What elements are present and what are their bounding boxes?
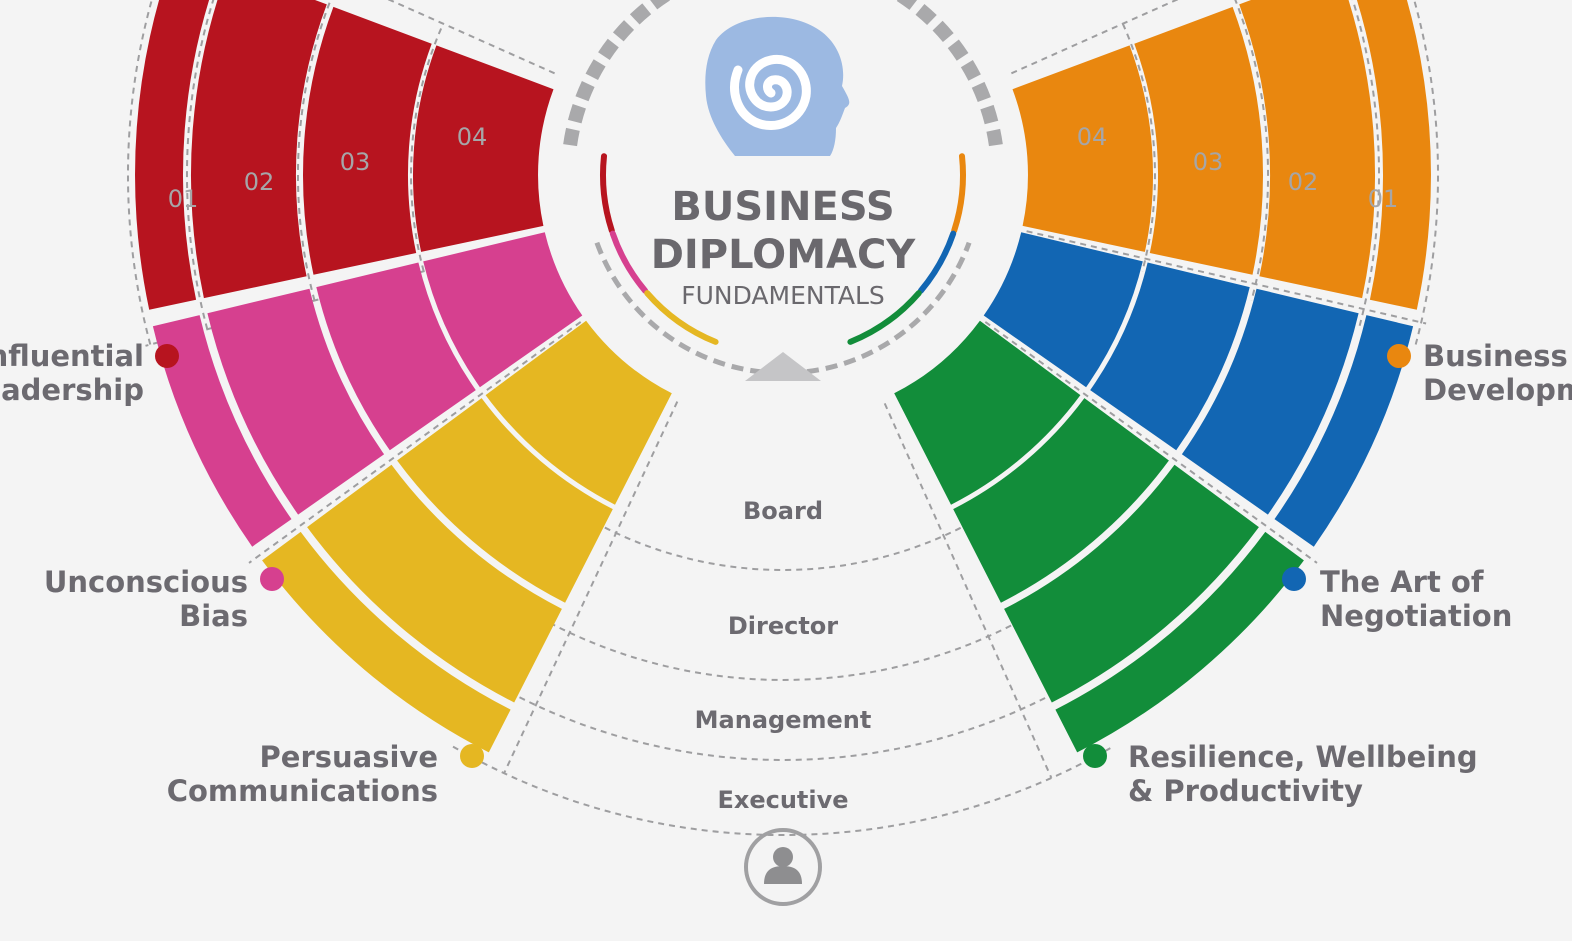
topic-dot-persuasive [460,744,484,768]
tier-board: Board [743,497,823,525]
level-number-right-01: 01 [1368,185,1399,213]
segment-resilience-level-4 [894,320,1081,505]
ring-thin [594,241,972,376]
segment-influential-level-1 [135,0,210,310]
guide-radial-3 [883,402,1053,779]
guide-radial-2 [503,401,679,774]
topic-label-persuasive-1: Persuasive [260,740,438,774]
guide-right-band-1 [1234,0,1270,301]
guide-tier-arc-1 [530,611,1036,681]
topic-dot-negotiation [1282,567,1306,591]
spiral-head-icon [705,16,850,156]
tier-director: Director [728,612,838,640]
segment-persuasive-level-2 [307,464,562,703]
level-number-right-03: 03 [1193,148,1224,176]
ring-arc-red [600,153,615,234]
topic-unconscious-bias: Unconscious Bias [44,565,284,633]
title-line-1: BUSINESS [671,184,894,230]
guide-right-band-2 [1351,0,1380,330]
level-number-left-01: 01 [168,185,199,213]
guide-right-band-0 [1121,23,1156,272]
segment-persuasive-level-3 [397,398,613,603]
topic-label-unconscious-2: Bias [179,599,248,633]
segment-business-level-1 [1356,0,1431,310]
ring-arc-blue [917,230,957,294]
level-number-left-02: 02 [244,168,275,196]
segment-unconscious-level-4 [423,232,583,388]
topic-label-resilience-1: Resilience, Wellbeing [1128,740,1478,774]
guide-left-band-0 [410,23,445,272]
segment-persuasive-level-1 [262,531,511,753]
segment-negotiation-level-3 [1090,262,1250,451]
segment-resilience-level-2 [1004,464,1259,703]
ring-arc-orange [951,153,966,234]
topic-persuasive-communications: Persuasive Communications [167,740,484,808]
guide-radial-1 [248,321,582,564]
ring-arc-green [847,290,922,345]
topic-dot-influential [155,344,179,368]
segment-resilience-level-3 [953,398,1169,603]
tier-management: Management [695,706,872,734]
tier-executive: Executive [717,786,848,814]
inner-ring [563,0,1003,381]
topic-label-negotiation-2: Negotiation [1320,599,1512,633]
guide-tier-arc-3 [452,745,1114,836]
segment-unconscious-level-1 [152,315,292,547]
user-icon [744,828,822,906]
triangle-marker-icon [745,352,821,381]
topic-label-negotiation-1: The Art of [1320,565,1484,599]
guide-left-band-2 [186,0,215,330]
level-number-left-04: 04 [457,123,488,151]
topic-business-development: Business Development [1387,339,1572,407]
segment-resilience-level-1 [1055,531,1304,753]
guide-right-band-3 [1413,0,1440,345]
topic-label-persuasive-2: Communications [167,774,438,808]
topic-label-resilience-2: & Productivity [1128,774,1363,808]
segment-persuasive-level-4 [485,320,672,505]
topic-dot-resilience [1083,744,1107,768]
segment-group [135,0,1431,753]
segment-business-level-4 [1012,45,1154,252]
guide-radial-5 [1026,230,1427,325]
segment-unconscious-level-3 [316,262,476,451]
segment-unconscious-level-2 [207,288,385,515]
segment-business-level-2 [1239,0,1375,299]
segment-negotiation-level-4 [983,232,1143,388]
topic-dot-unconscious [260,567,284,591]
topic-dot-business [1387,344,1411,368]
topic-label-influential-1: Influential [0,339,144,373]
topic-resilience-wellbeing-productivity: Resilience, Wellbeing & Productivity [1083,740,1478,808]
level-number-right-04: 04 [1077,123,1108,151]
topic-influential-leadership: Influential Leadership [0,339,179,407]
guide-radial-6 [387,0,556,75]
title-line-3: FUNDAMENTALS [681,281,885,310]
topic-label-business-1: Business [1423,339,1568,373]
guide-radial-7 [1010,0,1179,75]
ring-arc-pink [609,230,649,294]
segment-influential-level-2 [191,0,327,299]
segment-business-level-3 [1134,6,1263,275]
segment-influential-level-4 [412,45,554,252]
topic-label-unconscious-1: Unconscious [44,565,248,599]
ring-arc-yellow [644,290,719,345]
level-number-left-03: 03 [340,148,371,176]
guide-tier-arc-0 [585,516,981,571]
topic-label-influential-2: Leadership [0,373,144,407]
topic-art-of-negotiation: The Art of Negotiation [1282,565,1512,633]
segment-influential-level-3 [303,6,432,275]
level-number-right-02: 02 [1288,168,1319,196]
topic-label-business-2: Development [1423,373,1572,407]
guide-tier-arc-2 [490,680,1076,761]
guide-left-band-1 [296,0,332,301]
title-line-2: DIPLOMACY [651,232,917,278]
guide-radial-4 [984,321,1318,564]
guide-left-band-3 [126,0,153,345]
segment-negotiation-level-2 [1181,288,1359,515]
segment-negotiation-level-1 [1274,315,1414,547]
